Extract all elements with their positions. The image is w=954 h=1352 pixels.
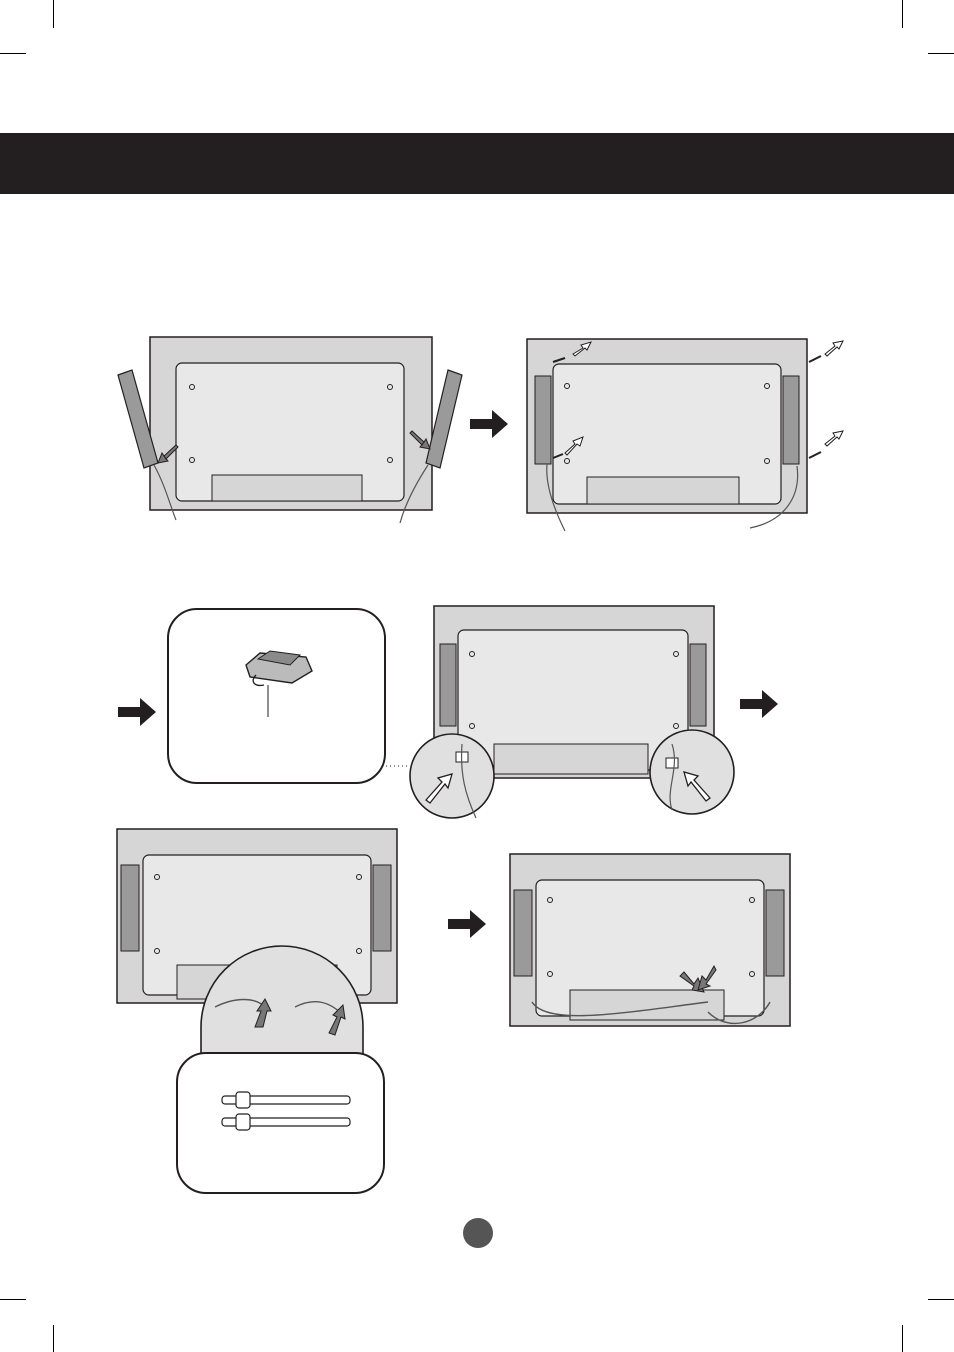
step3-illustration [380,604,740,824]
step1-illustration [110,335,470,535]
crop-mark [53,1325,54,1352]
arrow-right-icon [448,910,488,938]
crop-mark [53,0,54,28]
crop-mark [0,1299,26,1300]
crop-mark [902,0,903,28]
header-band [0,133,954,194]
arrow-right-icon [118,698,158,726]
step4-illustration [115,827,405,1062]
crop-mark [928,1299,954,1300]
cable-tie-icon [220,1090,352,1130]
cable-holder-icon [240,645,320,720]
page-number-badge [463,1218,493,1248]
crop-mark [902,1325,903,1352]
arrow-right-icon [740,690,780,718]
arrow-right-icon [470,410,510,438]
crop-mark [0,53,26,54]
crop-mark [928,53,954,54]
step5-illustration [508,852,798,1042]
step2-illustration [525,336,850,536]
